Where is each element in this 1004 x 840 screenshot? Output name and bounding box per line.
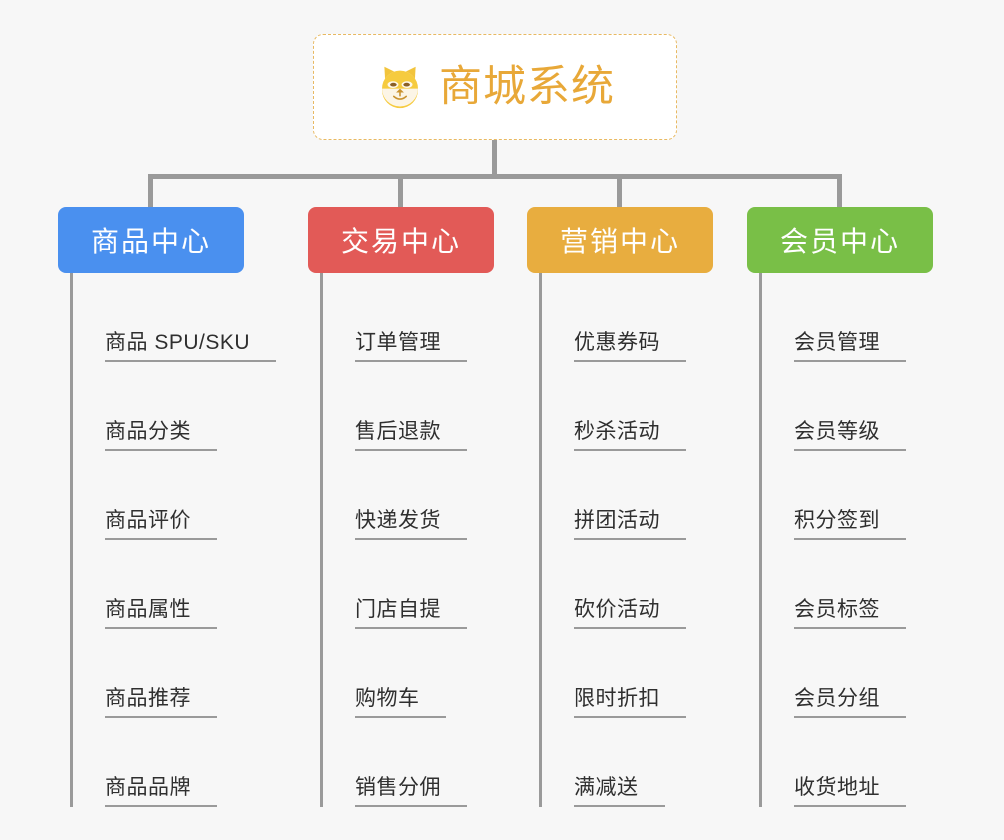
list-item[interactable]: 限时折扣 — [542, 629, 713, 718]
list-item[interactable]: 优惠券码 — [542, 285, 713, 362]
list-item-label: 会员标签 — [794, 598, 880, 621]
list-item-label: 购物车 — [355, 687, 420, 710]
connector-drop-1 — [148, 174, 153, 209]
connector-drop-4 — [837, 174, 842, 209]
list-item-label: 订单管理 — [355, 331, 441, 354]
list-item[interactable]: 商品品牌 — [73, 718, 244, 807]
list-item-label: 商品推荐 — [105, 687, 191, 710]
list-item-label: 优惠券码 — [574, 331, 660, 354]
list-item[interactable]: 商品评价 — [73, 451, 244, 540]
list-item[interactable]: 会员分组 — [762, 629, 933, 718]
column-title: 营销中心 — [559, 226, 680, 257]
list-item[interactable]: 会员等级 — [762, 362, 933, 451]
column-header-marketing-center[interactable]: 营销中心 — [527, 207, 713, 273]
dog-face-icon — [375, 62, 425, 112]
list-item[interactable]: 砍价活动 — [542, 540, 713, 629]
column-product-center: 商品中心 商品 SPU/SKU 商品分类 商品评价 商品属性 商品推荐 商品品牌 — [58, 207, 277, 807]
list-item-label: 满减送 — [574, 776, 639, 799]
list-item-label: 商品分类 — [105, 420, 191, 443]
list-item-label: 秒杀活动 — [574, 420, 660, 443]
list-item[interactable]: 会员标签 — [762, 540, 933, 629]
list-item-label: 售后退款 — [355, 420, 441, 443]
list-item[interactable]: 商品分类 — [73, 362, 244, 451]
list-item-label: 销售分佣 — [355, 776, 441, 799]
list-item[interactable]: 售后退款 — [323, 362, 494, 451]
list-item[interactable]: 拼团活动 — [542, 451, 713, 540]
list-item-label: 快递发货 — [355, 509, 441, 532]
list-item[interactable]: 快递发货 — [323, 451, 494, 540]
list-item[interactable]: 商品属性 — [73, 540, 244, 629]
list-item[interactable]: 积分签到 — [762, 451, 933, 540]
column-title: 商品中心 — [90, 226, 211, 257]
list-item-label: 商品品牌 — [105, 776, 191, 799]
list-item-label: 门店自提 — [355, 598, 441, 621]
connector-horizontal-bar — [148, 174, 842, 179]
column-title: 交易中心 — [340, 226, 461, 257]
list-item-label: 拼团活动 — [574, 509, 660, 532]
list-item-label: 会员管理 — [794, 331, 880, 354]
list-item[interactable]: 满减送 — [542, 718, 713, 807]
column-header-trade-center[interactable]: 交易中心 — [308, 207, 494, 273]
list-item-label: 积分签到 — [794, 509, 880, 532]
list-item[interactable]: 门店自提 — [323, 540, 494, 629]
column-member-center: 会员中心 会员管理 会员等级 积分签到 会员标签 会员分组 收货地址 — [747, 207, 933, 807]
root-node[interactable]: 商城系统 — [313, 34, 677, 140]
list-item-label: 会员等级 — [794, 420, 880, 443]
list-item-label: 会员分组 — [794, 687, 880, 710]
branch-product-center: 商品 SPU/SKU 商品分类 商品评价 商品属性 商品推荐 商品品牌 — [70, 273, 277, 807]
list-item-label: 砍价活动 — [574, 598, 660, 621]
list-item-label: 限时折扣 — [574, 687, 660, 710]
list-item-label: 商品 SPU/SKU — [105, 331, 251, 354]
list-item-label: 商品评价 — [105, 509, 191, 532]
connector-drop-3 — [617, 174, 622, 209]
branch-marketing-center: 优惠券码 秒杀活动 拼团活动 砍价活动 限时折扣 满减送 — [539, 273, 713, 807]
list-item[interactable]: 订单管理 — [323, 285, 494, 362]
column-title: 会员中心 — [779, 226, 900, 257]
column-marketing-center: 营销中心 优惠券码 秒杀活动 拼团活动 砍价活动 限时折扣 满减送 — [527, 207, 713, 807]
list-item[interactable]: 商品 SPU/SKU — [73, 285, 277, 362]
column-trade-center: 交易中心 订单管理 售后退款 快递发货 门店自提 购物车 销售分佣 — [308, 207, 494, 807]
list-item[interactable]: 秒杀活动 — [542, 362, 713, 451]
column-header-product-center[interactable]: 商品中心 — [58, 207, 244, 273]
branch-member-center: 会员管理 会员等级 积分签到 会员标签 会员分组 收货地址 — [759, 273, 933, 807]
connector-drop-2 — [398, 174, 403, 209]
column-header-member-center[interactable]: 会员中心 — [747, 207, 933, 273]
list-item[interactable]: 销售分佣 — [323, 718, 494, 807]
list-item[interactable]: 购物车 — [323, 629, 494, 718]
list-item[interactable]: 会员管理 — [762, 285, 933, 362]
list-item-label: 商品属性 — [105, 598, 191, 621]
list-item[interactable]: 收货地址 — [762, 718, 933, 807]
connector-root-stub — [492, 140, 497, 176]
root-title: 商城系统 — [439, 62, 615, 111]
branch-trade-center: 订单管理 售后退款 快递发货 门店自提 购物车 销售分佣 — [320, 273, 494, 807]
list-item[interactable]: 商品推荐 — [73, 629, 244, 718]
list-item-label: 收货地址 — [794, 776, 880, 799]
